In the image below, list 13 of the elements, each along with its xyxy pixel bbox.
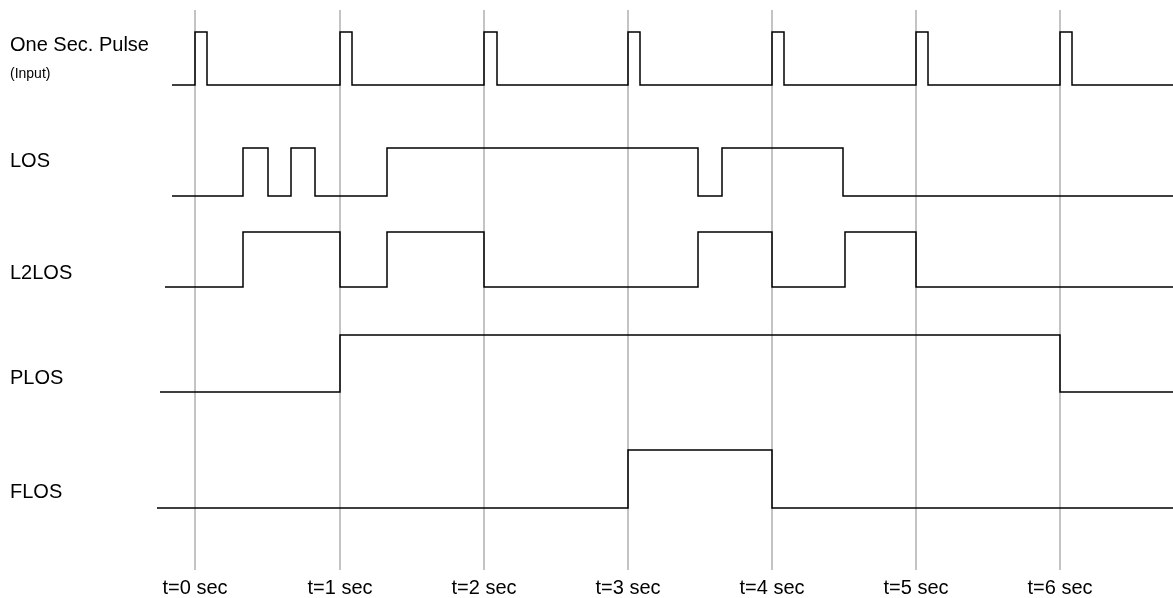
signal-name: FLOS — [10, 481, 63, 501]
signal-name: (Input) — [10, 66, 51, 80]
time-tick-label: t=6 sec — [1027, 577, 1093, 597]
time-tick-label: t=0 sec — [162, 577, 228, 597]
signal-name: PLOS — [10, 367, 64, 387]
time-tick-label: t=5 sec — [883, 577, 949, 597]
time-tick-label: t=1 sec — [307, 577, 373, 597]
time-tick-label: t=2 sec — [451, 577, 517, 597]
signal-name: One Sec. Pulse — [10, 34, 149, 54]
time-tick-label: t=3 sec — [595, 577, 661, 597]
signal-name: LOS — [10, 150, 51, 170]
time-tick-label: t=4 sec — [739, 577, 805, 597]
signal-name: L2LOS — [10, 262, 73, 282]
